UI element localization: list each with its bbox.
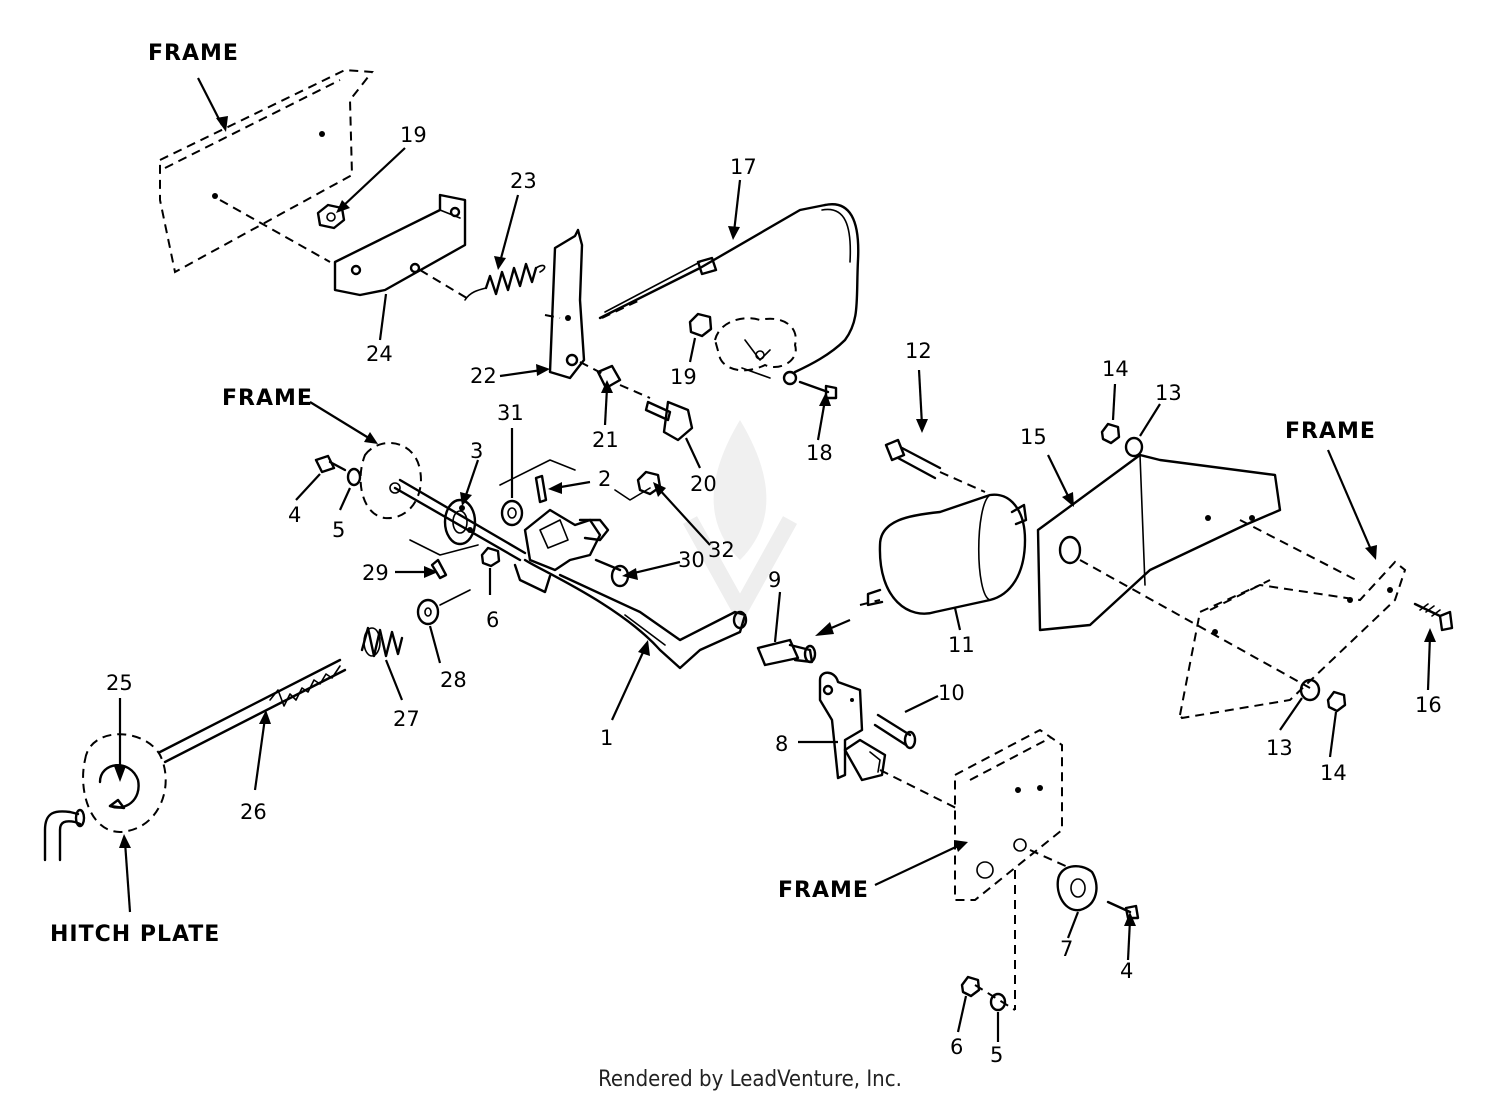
label-hitch-plate: HITCH PLATE <box>50 922 220 947</box>
callout-19: 19 <box>400 123 427 147</box>
part-26-rod <box>158 658 347 764</box>
part-3-bearing <box>443 498 477 546</box>
part-23-spring <box>464 262 546 301</box>
part-22-lever <box>548 228 586 380</box>
part-19-nut-2 <box>688 312 713 338</box>
callout-24: 24 <box>366 342 393 366</box>
callout-21: 21 <box>592 428 619 452</box>
callout-26: 26 <box>240 800 267 824</box>
callout-4-right: 4 <box>1120 959 1133 983</box>
callout-30: 30 <box>678 548 705 572</box>
callout-4: 4 <box>288 503 301 527</box>
watermark-logo <box>683 420 797 627</box>
part-2-pin <box>534 474 548 504</box>
yoke-assembly <box>523 508 610 572</box>
callout-23: 23 <box>510 169 537 193</box>
callout-9: 9 <box>768 568 781 592</box>
part-6-nut-lower <box>960 975 981 998</box>
callout-22: 22 <box>470 364 497 388</box>
part-1-shaft-lever <box>393 478 748 670</box>
footer-credit: Rendered by LeadVenture, Inc. <box>598 1067 902 1092</box>
linkage-sketch <box>713 317 797 379</box>
callout-25: 25 <box>106 671 133 695</box>
frame-circle-left <box>359 442 422 520</box>
callout-10: 10 <box>938 681 965 705</box>
callout-1: 1 <box>600 726 613 750</box>
part-13-washer-upper <box>1124 436 1144 458</box>
callout-13-upper: 13 <box>1155 381 1182 405</box>
part-30-pin <box>594 558 630 588</box>
part-21-bushing <box>596 364 622 390</box>
part-17-cable <box>598 203 860 386</box>
part-10-pin <box>873 713 917 750</box>
frame-right <box>1178 560 1407 720</box>
switch-assembly <box>843 738 887 782</box>
part-13-washer-lower <box>1299 678 1321 702</box>
frame-top-left <box>159 68 374 274</box>
part-16-bolt <box>1413 602 1454 632</box>
part-18-screw <box>798 380 838 400</box>
part-27-spring <box>360 626 404 658</box>
part-12-bolt <box>884 438 942 480</box>
callout-14-upper: 14 <box>1102 357 1129 381</box>
part-15-plate <box>1036 453 1282 632</box>
callout-15: 15 <box>1020 425 1047 449</box>
callout-28: 28 <box>440 668 467 692</box>
part-5-washer-lower <box>989 992 1007 1012</box>
callout-6: 6 <box>486 608 499 632</box>
label-frame-right: FRAME <box>1285 419 1376 444</box>
callout-14-lower: 14 <box>1320 761 1347 785</box>
part-29-cotter-pin <box>430 558 448 580</box>
callout-7: 7 <box>1060 937 1073 961</box>
hitch-plate-circle <box>43 733 167 862</box>
part-28-washer <box>416 598 440 626</box>
callout-2: 2 <box>598 467 611 491</box>
leader-lines <box>114 77 1436 1042</box>
callout-27: 27 <box>393 707 420 731</box>
callout-6-lower: 6 <box>950 1035 963 1059</box>
part-14-nut-upper <box>1100 422 1121 445</box>
part-8-bracket <box>818 671 864 780</box>
callout-12: 12 <box>905 339 932 363</box>
callout-5: 5 <box>332 518 345 542</box>
callout-8: 8 <box>775 732 788 756</box>
part-14-nut-lower <box>1326 690 1347 713</box>
callout-13-lower: 13 <box>1266 736 1293 760</box>
part-19-nut <box>316 203 346 230</box>
callout-11: 11 <box>948 633 975 657</box>
callout-3: 3 <box>470 439 483 463</box>
part-11-motor <box>866 493 1028 615</box>
part-20-bolt <box>644 400 694 442</box>
callout-18: 18 <box>806 441 833 465</box>
frame-lower <box>954 728 1063 901</box>
callout-19-middle: 19 <box>670 365 697 389</box>
callout-29: 29 <box>362 561 389 585</box>
part-5-washer <box>346 467 362 487</box>
callout-16: 16 <box>1415 693 1442 717</box>
label-frame-top: FRAME <box>148 41 239 66</box>
callout-5-lower: 5 <box>990 1043 1003 1067</box>
callout-17: 17 <box>730 155 757 179</box>
part-4-screw <box>1106 900 1140 920</box>
part-6-nut <box>480 546 501 568</box>
part-9-bracket <box>756 638 817 667</box>
part-7-flange <box>1056 864 1098 912</box>
label-frame-bottom: FRAME <box>778 878 869 903</box>
part-31-washer <box>500 499 524 527</box>
label-frame-left: FRAME <box>222 386 313 411</box>
callout-20: 20 <box>690 472 717 496</box>
part-4-bolt <box>314 454 347 474</box>
callout-31: 31 <box>497 401 524 425</box>
part-24-bracket <box>333 193 467 297</box>
callout-32: 32 <box>708 538 735 562</box>
